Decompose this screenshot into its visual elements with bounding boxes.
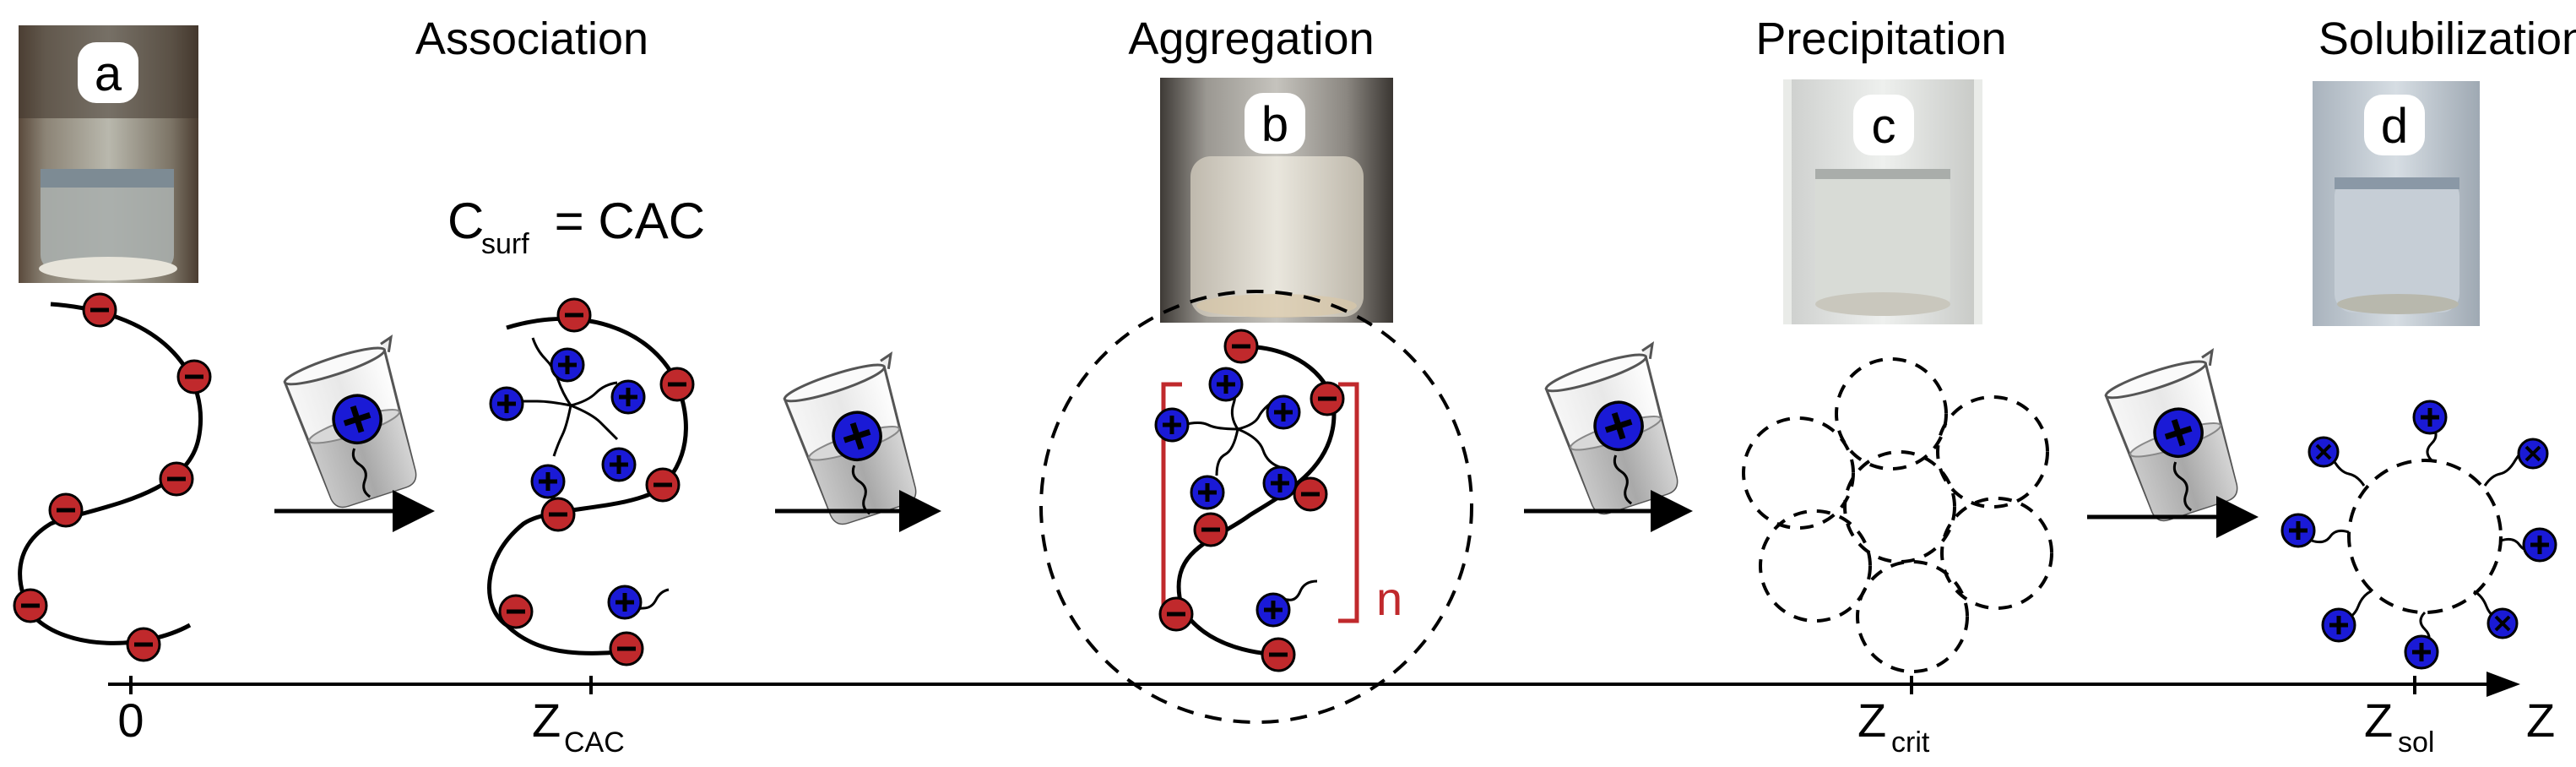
right-bracket bbox=[1338, 382, 1359, 623]
tick-label-zcac-z: Z bbox=[532, 694, 561, 747]
anion-bead bbox=[1310, 381, 1345, 416]
photo-label-a: a bbox=[95, 46, 122, 101]
tick-label-zcac-sub: CAC bbox=[564, 726, 625, 759]
csurf-c: C bbox=[447, 193, 484, 249]
cation-bead bbox=[610, 379, 646, 415]
solubilized-micelle bbox=[2280, 400, 2557, 670]
cation-bead bbox=[601, 447, 637, 482]
anion-bead bbox=[659, 367, 695, 402]
cation-bead bbox=[1262, 465, 1298, 501]
aggregate-boundary bbox=[1039, 290, 1473, 724]
anion-bead bbox=[82, 292, 117, 328]
beaker-with-surfactant-icon bbox=[779, 352, 938, 531]
cation-bead bbox=[530, 464, 566, 499]
cation-bead bbox=[2517, 438, 2549, 470]
cation-bead bbox=[1208, 367, 1244, 402]
csurf-subscript: surf bbox=[481, 228, 529, 260]
cation-bead bbox=[2487, 607, 2519, 639]
precipitate-cluster bbox=[1742, 357, 2053, 673]
photo-label-d: d bbox=[2381, 99, 2408, 154]
axis-end-label-z: Z bbox=[2526, 694, 2555, 747]
vial-photo-d: d bbox=[2313, 81, 2480, 326]
anion-bead bbox=[1261, 637, 1296, 672]
bracket-n-label: n bbox=[1376, 572, 1402, 625]
tick-label-zsol-sub: sol bbox=[2398, 726, 2434, 759]
polyelectrolyte-chain-bare bbox=[13, 292, 212, 662]
cation-bead bbox=[2522, 527, 2557, 563]
anion-bead bbox=[13, 588, 48, 623]
vial-photo-a: a bbox=[19, 25, 198, 283]
anion-bead bbox=[1293, 476, 1328, 512]
polyelectrolyte-chain-association bbox=[487, 297, 695, 666]
anion-bead bbox=[48, 492, 84, 528]
tick-label-zcrit-z: Z bbox=[1857, 694, 1886, 747]
stage-title-association: Association bbox=[415, 14, 648, 64]
csurf-equation: C surf = CAC bbox=[447, 193, 705, 260]
vial-photo-c: c bbox=[1783, 79, 1982, 324]
cation-bead bbox=[489, 386, 524, 422]
z-axis-arrowhead bbox=[2487, 672, 2520, 697]
tick-label-zero: 0 bbox=[117, 694, 144, 747]
anion-bead bbox=[1193, 512, 1228, 547]
cation-bead bbox=[2412, 400, 2448, 435]
stage-title-precipitation: Precipitation bbox=[1755, 14, 2006, 64]
cation-bead bbox=[2308, 436, 2340, 468]
stage-title-aggregation: Aggregation bbox=[1128, 14, 1374, 64]
vial-photo-b: b bbox=[1160, 78, 1393, 323]
anion-bead bbox=[159, 461, 194, 497]
photo-label-b: b bbox=[1261, 97, 1288, 152]
cation-bead bbox=[1255, 592, 1291, 628]
cation-bead bbox=[607, 585, 643, 620]
anion-bead bbox=[498, 594, 534, 629]
anion-bead bbox=[1223, 329, 1259, 364]
beaker-with-surfactant-icon bbox=[2101, 349, 2259, 528]
beaker-with-surfactant-icon bbox=[279, 335, 438, 514]
stage-title-solubilization: Solubilization bbox=[2318, 14, 2576, 64]
anion-bead bbox=[126, 627, 161, 662]
cation-bead bbox=[1266, 394, 1301, 430]
anion-bead bbox=[556, 297, 592, 333]
cation-bead bbox=[2321, 607, 2356, 643]
anion-bead bbox=[1158, 596, 1194, 632]
micelle-boundary bbox=[2347, 459, 2503, 614]
anion-bead bbox=[540, 497, 576, 532]
tick-label-zcrit-sub: crit bbox=[1891, 726, 1930, 759]
cation-bead bbox=[1154, 407, 1190, 443]
cation-bead bbox=[2404, 634, 2439, 670]
anion-bead bbox=[645, 467, 681, 503]
cation-bead bbox=[2280, 513, 2316, 548]
beaker-with-surfactant-icon bbox=[1541, 342, 1700, 521]
anion-bead bbox=[609, 631, 644, 666]
cation-bead bbox=[1190, 475, 1225, 510]
tick-label-zsol-z: Z bbox=[2364, 694, 2393, 747]
photo-label-c: c bbox=[1872, 99, 1896, 154]
cation-bead bbox=[550, 347, 585, 383]
anion-bead bbox=[176, 359, 212, 394]
aggregate-complex: n bbox=[1039, 290, 1473, 724]
z-axis: 0 Z CAC Z crit Z sol Z bbox=[108, 672, 2555, 759]
csurf-rest: = CAC bbox=[540, 193, 705, 249]
